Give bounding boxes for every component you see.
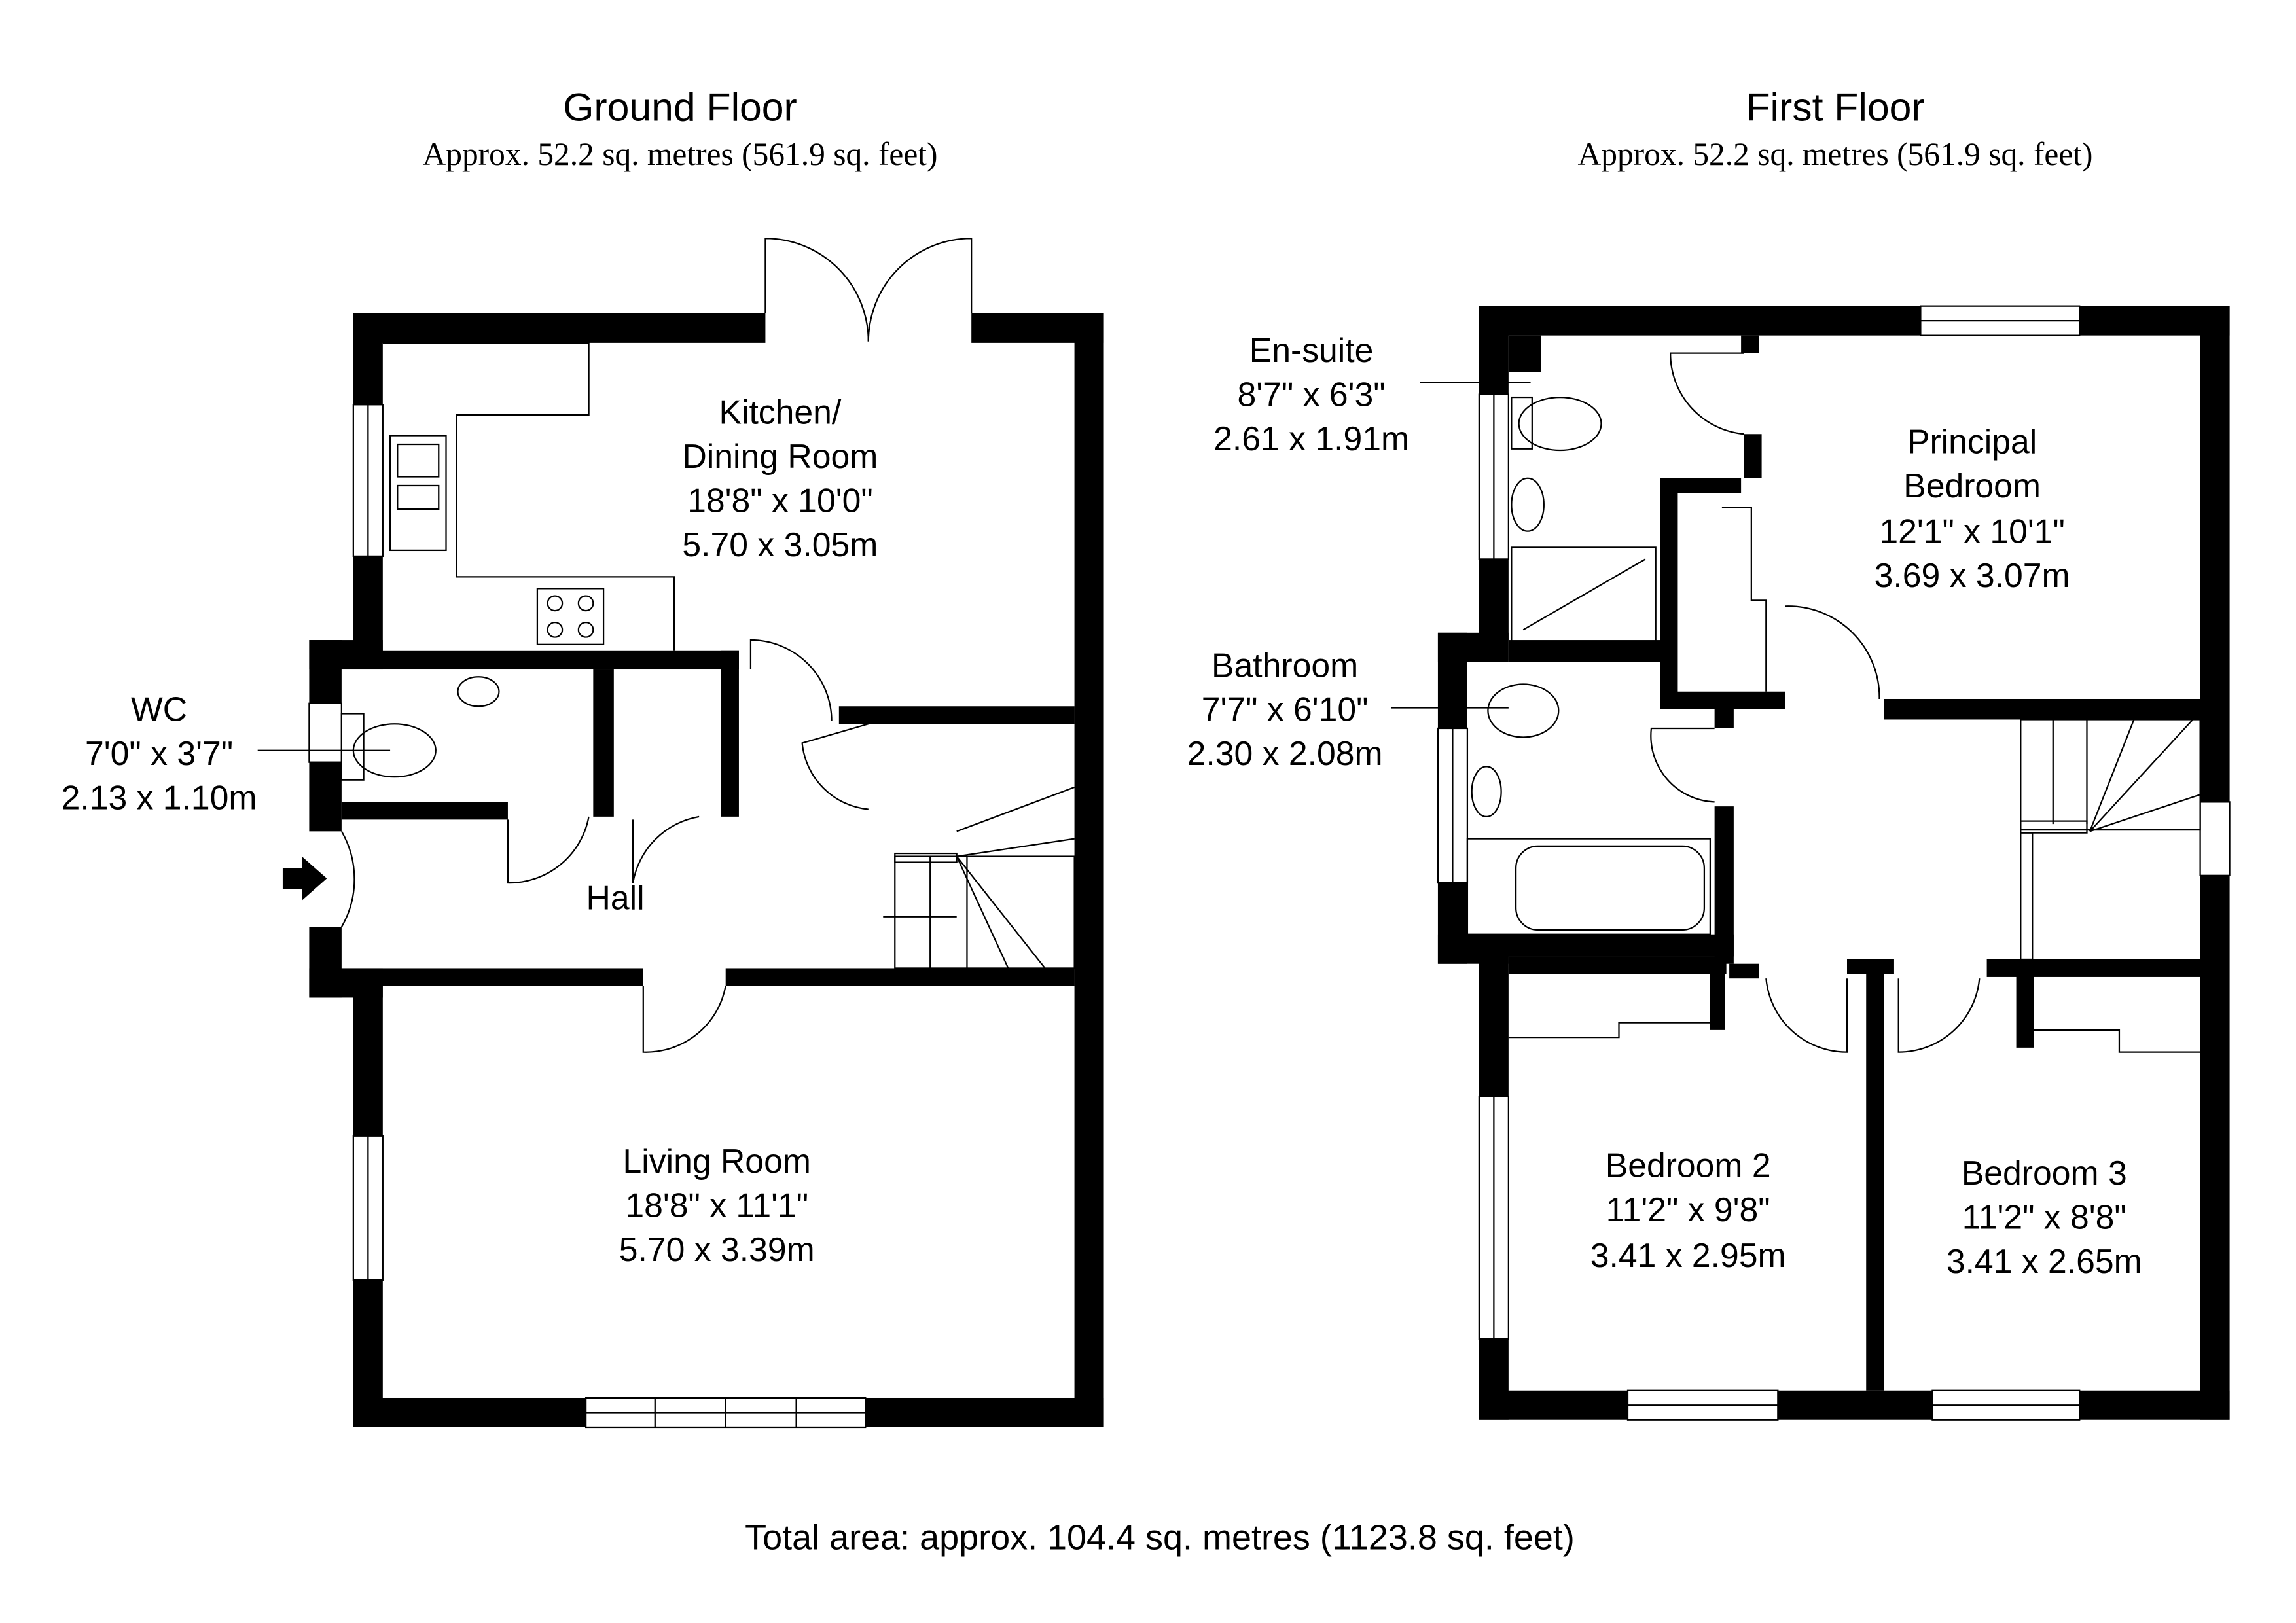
room-wc-imperial: 7'0" x 3'7" [85,734,233,772]
room-principal-name2: Bedroom [1903,467,2041,505]
first-floor-title: First Floor [1746,84,1924,129]
room-kitchen-imperial: 18'8" x 10'0" [687,481,873,519]
ground-floor-title: Ground Floor [563,84,797,129]
room-wc-name: WC [131,690,187,728]
room-bathroom-imperial: 7'7" x 6'10" [1202,690,1369,728]
room-wc-metric: 2.13 x 1.10m [62,779,257,817]
room-ensuite-metric: 2.61 x 1.91m [1213,419,1409,457]
room-kitchen-metric: 5.70 x 3.05m [682,526,878,563]
room-ensuite-name: En-suite [1249,331,1374,369]
room-bedroom3-name: Bedroom 3 [1962,1154,2127,1192]
room-bedroom3-metric: 3.41 x 2.65m [1946,1242,2142,1280]
first-floor-plan [1437,305,2231,1421]
room-bathroom-name: Bathroom [1211,646,1358,684]
ground-floor-plan [282,238,1104,1429]
room-bathroom-metric: 2.30 x 2.08m [1187,734,1383,772]
room-principal-name: Principal [1907,423,2037,461]
first-floor-area: Approx. 52.2 sq. metres (561.9 sq. feet) [1578,136,2093,172]
room-living-name: Living Room [623,1142,811,1180]
room-principal-imperial: 12'1" x 10'1" [1879,512,2065,550]
room-bedroom2-metric: 3.41 x 2.95m [1590,1236,1786,1274]
room-principal-metric: 3.69 x 3.07m [1874,556,2070,594]
ground-floor-area: Approx. 52.2 sq. metres (561.9 sq. feet) [423,136,938,172]
room-living-imperial: 18'8" x 11'1" [625,1186,808,1224]
room-bedroom2-name: Bedroom 2 [1605,1147,1771,1185]
room-bedroom2-imperial: 11'2" x 9'8" [1606,1190,1770,1228]
room-kitchen-name2: Dining Room [682,437,878,475]
total-area: Total area: approx. 104.4 sq. metres (11… [745,1518,1575,1558]
room-ensuite-imperial: 8'7" x 6'3" [1238,376,1386,414]
room-living-metric: 5.70 x 3.39m [619,1230,815,1268]
room-kitchen-name: Kitchen/ [719,393,841,431]
entrance-arrow-icon [282,856,327,901]
room-hall-name: Hall [586,879,645,917]
room-bedroom3-imperial: 11'2" x 8'8" [1962,1198,2126,1236]
